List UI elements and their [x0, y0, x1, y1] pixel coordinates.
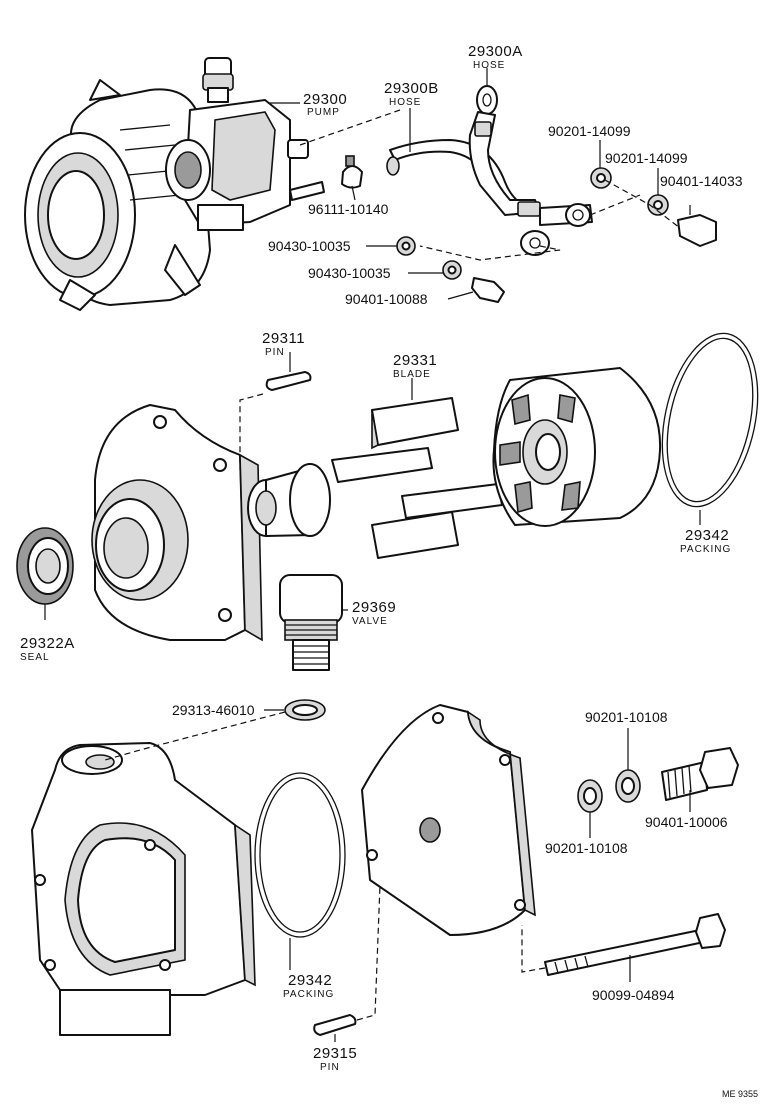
pin-29315-dashed-line [356, 884, 381, 1021]
part-number: 29300A [468, 43, 523, 60]
rear-housing-illustration [31, 742, 256, 1036]
seal-29322a-illustration [16, 527, 74, 605]
part-name: VALVE [352, 616, 388, 627]
pin-29315-illustration [313, 1014, 357, 1036]
label-29342-top: 29342 PACKING [680, 527, 731, 555]
label-90201-10108-top: 90201-10108 [585, 709, 668, 725]
part-name: PACKING [283, 989, 334, 1000]
label-90430-10035-a: 90430-10035 [268, 238, 351, 254]
bolt-dashed-line [521, 925, 546, 973]
bolt-90099-04894-illustration [544, 913, 726, 976]
label-90201-10108-bottom: 90201-10108 [545, 840, 628, 856]
label-96111-10140: 96111-10140 [308, 201, 389, 217]
leader-lines [44, 68, 701, 1042]
label-29300: 29300 PUMP [303, 91, 347, 118]
label-90401-10088: 90401-10088 [345, 291, 428, 307]
washer-29313-illustration [284, 699, 326, 721]
label-90401-14033: 90401-14033 [660, 173, 743, 189]
diagram-code: ME 9355 [722, 1089, 758, 1099]
valve-29369-illustration [279, 574, 343, 671]
part-name: BLADE [393, 369, 431, 380]
part-name: PUMP [307, 107, 340, 118]
part-number: 29311 [262, 330, 305, 347]
part-name: PIN [320, 1062, 340, 1073]
washer-dashed-line [104, 711, 286, 761]
rear-cover-illustration [361, 704, 536, 936]
label-90201-14099-b: 90201-14099 [605, 150, 688, 166]
label-29311: 29311 PIN [262, 330, 305, 358]
part-name: HOSE [473, 60, 505, 71]
part-number: 29300B [384, 80, 439, 97]
label-29315: 29315 PIN [313, 1045, 357, 1073]
part-name: HOSE [389, 97, 421, 108]
label-29313-46010: 29313-46010 [172, 702, 255, 718]
pump-illustration [165, 57, 325, 231]
front-plate-illustration [91, 404, 263, 642]
part-number: 29322A [20, 635, 75, 652]
part-number: 29342 [685, 527, 729, 544]
rotor-illustration [492, 367, 662, 527]
clip-96111-10140-illustration [341, 155, 363, 189]
packing-29342-top-illustration [661, 332, 759, 508]
label-29322a: 29322A SEAL [20, 635, 75, 663]
label-29342-bottom: 29342 PACKING [283, 972, 334, 1000]
label-29331: 29331 BLADE [393, 352, 437, 380]
part-number: 29342 [288, 972, 332, 989]
part-number: 29369 [352, 599, 396, 616]
top-dashed-lines [299, 109, 681, 261]
label-90099-04894: 90099-04894 [592, 987, 675, 1003]
rotor-shaft-illustration [247, 463, 331, 537]
blades-29331-illustration [331, 397, 503, 559]
pin-29311-dashed-line [239, 393, 264, 470]
part-number: 29331 [393, 352, 437, 369]
label-90430-10035-b: 90430-10035 [308, 265, 391, 281]
label-29300b: 29300B HOSE [384, 80, 439, 108]
part-name: PIN [265, 347, 285, 358]
part-number: 29300 [303, 91, 347, 108]
alternator-illustration [24, 79, 211, 311]
hose-29300a-illustration [468, 85, 593, 256]
label-29369: 29369 VALVE [352, 599, 396, 627]
bottom-fasteners-illustration [577, 747, 739, 813]
pin-29311-illustration [265, 371, 312, 391]
label-90401-10006: 90401-10006 [645, 814, 728, 830]
part-number: 29315 [313, 1045, 357, 1062]
part-name: SEAL [20, 652, 50, 663]
part-name: PACKING [680, 544, 731, 555]
packing-29342-bottom-illustration [254, 772, 346, 938]
label-29300a: 29300A HOSE [468, 43, 523, 71]
label-90201-14099-a: 90201-14099 [548, 123, 631, 139]
